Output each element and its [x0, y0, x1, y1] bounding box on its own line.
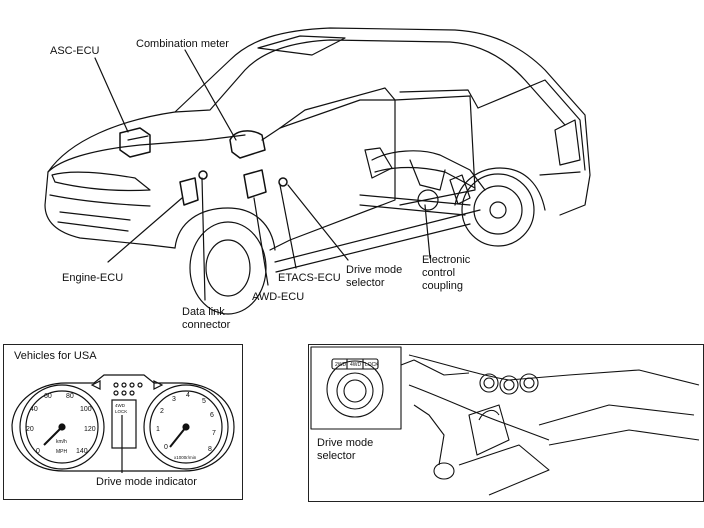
awd-ecu-label: AWD-ECU	[252, 291, 305, 303]
selector-inset-box	[310, 346, 402, 430]
speedo-tick-20: 20	[26, 426, 34, 433]
tach-tick-7: 7	[212, 430, 216, 437]
meter-panel-title: Vehicles for USA	[14, 350, 97, 362]
speedo-tick-0: 0	[36, 448, 40, 455]
tach-tick-3: 3	[172, 396, 176, 403]
tach-tick-8: 8	[208, 446, 212, 453]
selector-caption-line2: selector	[317, 450, 356, 462]
front-wheel	[189, 221, 267, 315]
ecc-line2: control	[422, 267, 456, 279]
asc-ecu-label: ASC-ECU	[50, 45, 100, 57]
etacs-ecu-label: ETACS-ECU	[278, 272, 341, 284]
selector-caption-line1: Drive mode	[317, 437, 374, 449]
selector-caption: Drive mode selector	[317, 437, 373, 463]
knob-label-lock: LOCK	[365, 362, 379, 368]
knob-label-4wd: 4WD	[350, 362, 362, 368]
speedo-tick-120: 120	[84, 426, 96, 433]
speedo-tick-80: 80	[66, 393, 74, 400]
data-link-line1: Data link	[182, 306, 225, 318]
awd-ecu-part	[243, 169, 267, 199]
drive-mode-line2: selector	[346, 277, 385, 289]
drive-selector-part	[278, 177, 288, 187]
tachometer-dial	[143, 384, 229, 470]
speedometer-dial	[19, 384, 105, 470]
tach-tick-5: 5	[202, 398, 206, 405]
asc-ecu-part	[119, 127, 151, 158]
selector-knob	[326, 360, 384, 418]
data-link-line2: connector	[182, 319, 231, 331]
data-link-connector-label: Data link connector	[182, 306, 230, 332]
combination-meter-part	[229, 130, 266, 159]
drive-mode-line1: Drive mode	[346, 264, 403, 276]
tach-tick-1: 1	[156, 426, 160, 433]
selector-panel: 2WD 4WD LOCK Drive mode selector	[308, 344, 704, 502]
tach-tick-4: 4	[186, 392, 190, 399]
indicator-lock: LOCK	[115, 409, 127, 414]
tach-tick-0: 0	[164, 444, 168, 451]
engine-ecu-label: Engine-ECU	[62, 272, 124, 284]
speedo-tick-40: 40	[30, 406, 38, 413]
speedo-tick-140: 140	[76, 448, 88, 455]
speedo-unit-kmh: km/h	[56, 439, 67, 445]
combination-meter-label: Combination meter	[136, 38, 229, 50]
center-display	[111, 399, 137, 449]
tach-unit: x1000r/min	[174, 455, 197, 460]
knob-label-2wd: 2WD	[335, 362, 347, 368]
console-illustration: 2WD 4WD LOCK	[310, 346, 700, 496]
electronic-control-coupling-label: Electronic control coupling	[422, 254, 470, 293]
speedo-unit-mph: MPH	[56, 449, 68, 455]
ecc-line3: coupling	[422, 280, 463, 292]
data-link-part	[198, 170, 208, 180]
rear-wheel	[461, 173, 535, 247]
drive-mode-indicator-label: Drive mode indicator	[96, 476, 197, 488]
meter-panel: Vehicles for USA	[3, 344, 243, 500]
car-body-outline	[47, 27, 591, 216]
indicator-4wd: 4WD	[115, 403, 126, 408]
rear-axle	[371, 150, 486, 191]
speedo-tick-60: 60	[44, 393, 52, 400]
tach-tick-2: 2	[160, 408, 164, 415]
drive-mode-selector-label: Drive mode selector	[346, 264, 402, 290]
speedo-tick-100: 100	[80, 406, 92, 413]
combination-meter-illustration: 0 20 40 60 80 100 120 140 km/h MPH 0 1 2…	[11, 374, 235, 473]
tach-tick-6: 6	[210, 412, 214, 419]
ecc-line1: Electronic	[422, 254, 471, 266]
engine-ecu-part	[179, 177, 199, 206]
